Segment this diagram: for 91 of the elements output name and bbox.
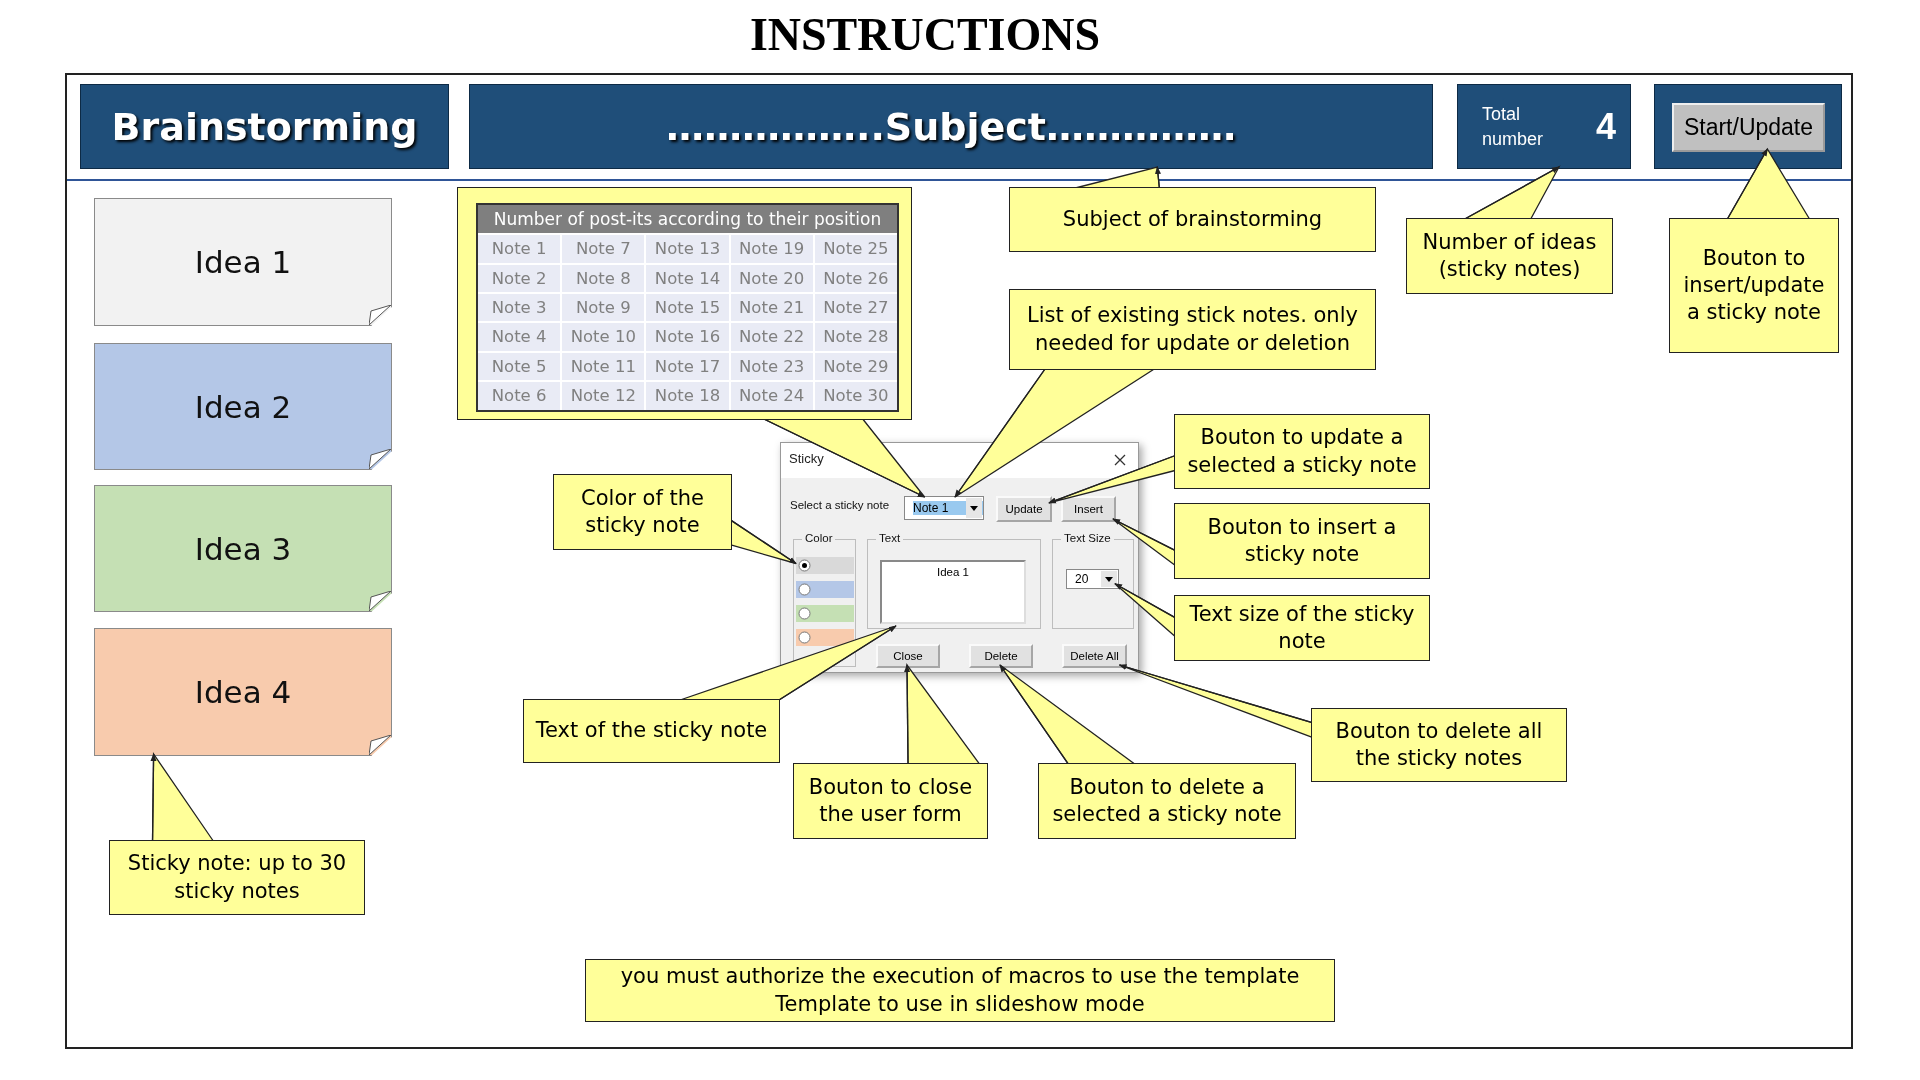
text-area bbox=[880, 560, 1026, 624]
table-cell: Note 15 bbox=[646, 293, 729, 322]
color-option bbox=[796, 629, 854, 646]
table-cell: Note 2 bbox=[478, 264, 561, 292]
counter-label: Total number bbox=[1482, 103, 1545, 151]
text-content: Idea 1 bbox=[937, 566, 969, 578]
note-text: Idea 4 bbox=[194, 674, 292, 710]
callout-text: Bouton to update a selected a sticky note bbox=[1186, 424, 1418, 479]
callout-text: Subject of brainstorming bbox=[1062, 205, 1323, 233]
banner-title: Brainstorming bbox=[111, 104, 418, 149]
table-cell: Note 30 bbox=[814, 382, 897, 410]
sticky-note bbox=[94, 343, 392, 470]
table-cell: Note 27 bbox=[814, 293, 897, 322]
table-header: Number of post-its according to their position bbox=[478, 205, 897, 234]
group-label: Color bbox=[802, 532, 836, 544]
note-text: Idea 1 bbox=[194, 244, 292, 280]
callout-text: Number of ideas (sticky notes) bbox=[1421, 228, 1598, 283]
dropdown-field: Note 1 bbox=[904, 496, 984, 520]
table-cell: Note 13 bbox=[646, 235, 729, 263]
dialog-button: Insert bbox=[1061, 496, 1116, 522]
callout-text: Bouton to insert/update a sticky note bbox=[1682, 244, 1826, 327]
callout-box bbox=[1311, 708, 1567, 782]
callout-text: Bouton to close the user form bbox=[807, 773, 974, 828]
callout-text: Color of the sticky note bbox=[580, 484, 705, 539]
callout-box bbox=[1009, 289, 1376, 370]
dropdown-field: 20 bbox=[1066, 569, 1119, 589]
callout-text: you must authorize the execution of macros to use the template bbox=[620, 963, 1300, 991]
header-banner bbox=[80, 84, 449, 169]
callout-box bbox=[793, 763, 988, 839]
dialog-window bbox=[780, 442, 1139, 673]
callout-text: List of existing stick notes. only needed for update or deletion bbox=[1026, 302, 1359, 357]
table-cell: Note 17 bbox=[646, 352, 729, 381]
banner-title: ……………..Subject…………… bbox=[666, 104, 1236, 149]
table-cell: Note 20 bbox=[730, 264, 813, 292]
table-cell: Note 1 bbox=[478, 235, 561, 263]
callout-box bbox=[553, 474, 732, 550]
window-title: Sticky bbox=[789, 451, 824, 466]
callout-box bbox=[585, 959, 1335, 1022]
dialog-button: Close bbox=[876, 644, 940, 668]
callout-box bbox=[1038, 763, 1296, 839]
color-option bbox=[796, 605, 854, 622]
table-cell: Note 25 bbox=[814, 235, 897, 263]
table-cell: Note 7 bbox=[562, 235, 645, 263]
table-cell: Note 4 bbox=[478, 323, 561, 351]
callout-text: Text of the sticky note bbox=[535, 717, 768, 745]
start-update-button: Start/Update bbox=[1672, 103, 1825, 152]
table-cell: Note 21 bbox=[730, 293, 813, 322]
table-cell: Note 26 bbox=[814, 264, 897, 292]
dialog-button: Update bbox=[996, 496, 1052, 522]
dialog-button: Delete bbox=[969, 644, 1033, 668]
callout-box bbox=[523, 699, 780, 763]
button-panel bbox=[1654, 84, 1842, 169]
note-text: Idea 2 bbox=[194, 388, 292, 425]
header-banner bbox=[469, 84, 1433, 169]
group-label: Text bbox=[876, 532, 904, 544]
dialog-button: Delete All bbox=[1062, 644, 1127, 668]
table-cell: Note 10 bbox=[562, 323, 645, 351]
table-cell: Note 14 bbox=[646, 264, 729, 292]
table-cell: Note 18 bbox=[646, 382, 729, 410]
table-cell: Note 23 bbox=[730, 352, 813, 381]
table-cell: Note 6 bbox=[478, 382, 561, 410]
callout-text: Text size of the sticky note bbox=[1188, 600, 1416, 655]
counter-panel bbox=[1457, 84, 1631, 169]
note-text: Idea 3 bbox=[194, 530, 292, 567]
table-cell: Note 9 bbox=[562, 293, 645, 322]
callout-box bbox=[1174, 414, 1430, 489]
table-cell: Note 29 bbox=[814, 352, 897, 381]
table-cell: Note 19 bbox=[730, 235, 813, 263]
color-option bbox=[796, 557, 854, 574]
table-cell: Note 8 bbox=[562, 264, 645, 292]
page-title: INSTRUCTIONS bbox=[748, 8, 1102, 61]
table-cell: Note 5 bbox=[478, 352, 561, 381]
table-cell: Note 24 bbox=[730, 382, 813, 410]
sticky-note bbox=[94, 198, 392, 326]
color-option bbox=[796, 581, 854, 598]
counter-value: 4 bbox=[1595, 105, 1616, 148]
callout-text: Bouton to insert a sticky note bbox=[1206, 513, 1398, 568]
callout-text: Template to use in slideshow mode bbox=[775, 990, 1145, 1018]
callout-text: Sticky note: up to 30 sticky notes bbox=[126, 850, 348, 905]
sticky-note bbox=[94, 485, 392, 612]
callout-text: Bouton to delete a selected a sticky note bbox=[1051, 773, 1283, 828]
table-cell: Note 3 bbox=[478, 293, 561, 322]
field-label: Select a sticky note bbox=[790, 499, 890, 511]
table-cell: Note 11 bbox=[562, 352, 645, 381]
sticky-note bbox=[94, 628, 392, 756]
table-cell: Note 16 bbox=[646, 323, 729, 351]
group-label: Text Size bbox=[1061, 532, 1114, 544]
table-cell: Note 28 bbox=[814, 323, 897, 351]
table-cell: Note 12 bbox=[562, 382, 645, 410]
table-cell: Note 22 bbox=[730, 323, 813, 351]
callout-text: Bouton to delete all the sticky notes bbox=[1334, 717, 1544, 772]
